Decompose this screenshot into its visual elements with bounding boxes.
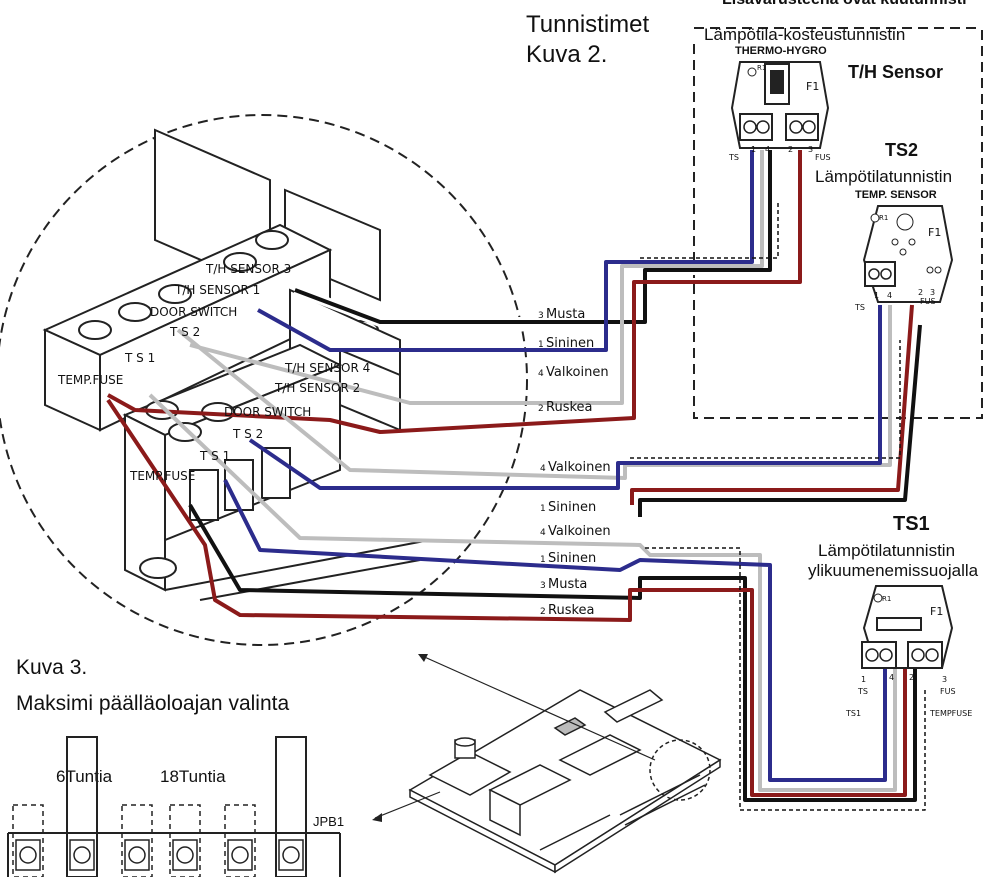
label-tempfuse-lower: TEMP.FUSE	[129, 469, 195, 483]
kuva2-title: Kuva 2.	[526, 41, 607, 68]
svg-text:3: 3	[540, 581, 546, 591]
label-ts2-upper: T S 2	[169, 325, 200, 339]
svg-text:2: 2	[909, 673, 914, 682]
svg-text:Musta: Musta	[546, 307, 585, 322]
svg-text:Ruskea: Ruskea	[546, 400, 593, 415]
svg-text:Valkoinen: Valkoinen	[548, 524, 611, 539]
label-door-lower: DOOR SWITCH	[224, 405, 311, 419]
ts2-short-label: TS2	[885, 140, 918, 160]
pcb-board	[408, 689, 722, 874]
svg-text:R1: R1	[757, 64, 766, 72]
label-door-upper: DOOR SWITCH	[150, 305, 237, 319]
label-th1: T/H SENSOR 1	[174, 283, 260, 297]
wires-group1	[107, 150, 802, 434]
ts2-board: TS2 Lämpötilatunnistin TEMP. SENSOR R1 F…	[815, 140, 954, 312]
wires-group2	[176, 304, 922, 517]
svg-text:3: 3	[808, 145, 813, 154]
option-18h: 18Tuntia	[160, 767, 226, 786]
svg-text:TS: TS	[854, 303, 865, 312]
svg-text:1: 1	[540, 555, 546, 565]
wire-labels-group3: 4 Valkoinen 1 Sininen 3 Musta 2 Ruskea	[540, 524, 611, 618]
jumper-section: Kuva 3. Maksimi päälläoloajan valinta 6T…	[7, 656, 344, 877]
svg-text:2: 2	[540, 607, 546, 617]
svg-text:Valkoinen: Valkoinen	[548, 460, 611, 475]
option-6h: 6Tuntia	[56, 767, 113, 786]
svg-text:4: 4	[765, 145, 770, 154]
th-en-label: THERMO-HYGRO	[735, 45, 827, 57]
connector-labels: T/H SENSOR 3 T/H SENSOR 1 DOOR SWITCH T …	[57, 262, 370, 483]
svg-text:TEMPFUSE: TEMPFUSE	[929, 709, 972, 718]
svg-text:FUS: FUS	[940, 687, 956, 696]
svg-text:2: 2	[918, 288, 923, 297]
label-th4: T/H SENSOR 4	[284, 361, 370, 375]
ts1-short-label: TS1	[893, 513, 930, 535]
th-sensor-board: Lämpötila-kosteustunnistin THERMO-HYGRO …	[704, 25, 943, 162]
ts2-fi-label: Lämpötilatunnistin	[815, 167, 952, 186]
connector-upper	[42, 128, 401, 432]
label-ts1-lower: T S 1	[199, 449, 230, 463]
svg-text:1: 1	[751, 145, 756, 154]
svg-text:4: 4	[538, 369, 544, 379]
label-ts2-lower: T S 2	[232, 427, 263, 441]
zoom-pointer-line	[419, 654, 656, 761]
svg-text:Sininen: Sininen	[548, 500, 596, 515]
svg-text:3: 3	[930, 288, 935, 297]
svg-text:3: 3	[538, 311, 544, 321]
svg-text:TS: TS	[728, 153, 739, 162]
svg-text:FUS: FUS	[815, 153, 831, 162]
svg-text:4: 4	[889, 673, 894, 682]
label-th2: T/H SENSOR 2	[274, 381, 360, 395]
ts1-fi-label-1: Lämpötilatunnistin	[818, 541, 955, 560]
svg-text:1: 1	[538, 340, 544, 350]
top-cut-text: Lisävarusteena ovat kuutunnisti	[722, 0, 967, 8]
wire-labels-group1: 3 Musta 1 Sininen 4 Valkoinen 2 Ruskea	[538, 307, 609, 415]
svg-text:4: 4	[887, 291, 892, 300]
wires-group3	[106, 393, 926, 811]
svg-text:1: 1	[861, 675, 866, 684]
kuva3-title: Kuva 3.	[16, 656, 87, 679]
svg-text:4: 4	[540, 464, 546, 474]
jpb1-label: JPB1	[313, 814, 344, 829]
jumper-title: Maksimi päälläoloajan valinta	[16, 692, 289, 715]
svg-text:R1: R1	[879, 214, 888, 222]
label-th3: T/H SENSOR 3	[205, 262, 291, 276]
th-option-box	[693, 28, 983, 419]
zoom-circle	[0, 114, 528, 646]
svg-text:Sininen: Sininen	[546, 336, 594, 351]
svg-text:4: 4	[540, 528, 546, 538]
ts2-en-label: TEMP. SENSOR	[855, 189, 937, 201]
th-short-label: T/H Sensor	[848, 62, 943, 82]
svg-text:TS1: TS1	[845, 709, 861, 718]
svg-text:Sininen: Sininen	[548, 551, 596, 566]
label-tempfuse-upper: TEMP.FUSE	[57, 373, 123, 387]
ts1-fi-label-2: ylikuumenemissuojalla	[808, 561, 979, 580]
svg-text:F1: F1	[930, 605, 943, 618]
svg-text:3: 3	[942, 675, 947, 684]
label-ts1-upper: T S 1	[124, 351, 155, 365]
connector-lower	[122, 343, 431, 601]
svg-text:F1: F1	[928, 226, 941, 239]
svg-text:F1: F1	[806, 80, 819, 93]
svg-text:1: 1	[874, 291, 879, 300]
svg-text:2: 2	[788, 145, 793, 154]
svg-text:TS: TS	[857, 687, 868, 696]
svg-text:Valkoinen: Valkoinen	[546, 365, 609, 380]
svg-text:FUS: FUS	[920, 297, 936, 306]
svg-text:2: 2	[538, 404, 544, 414]
svg-text:Ruskea: Ruskea	[548, 603, 595, 618]
tunnistimet-title: Tunnistimet	[526, 11, 649, 38]
ts1-board: TS1 Lämpötilatunnistin ylikuumenemissuoj…	[808, 513, 979, 718]
svg-text:R1: R1	[882, 595, 891, 603]
svg-text:1: 1	[540, 504, 546, 514]
wire-labels-group2: 4 Valkoinen 1 Sininen	[540, 460, 611, 515]
th-fi-label: Lämpötila-kosteustunnistin	[704, 25, 905, 44]
svg-text:Musta: Musta	[548, 577, 587, 592]
